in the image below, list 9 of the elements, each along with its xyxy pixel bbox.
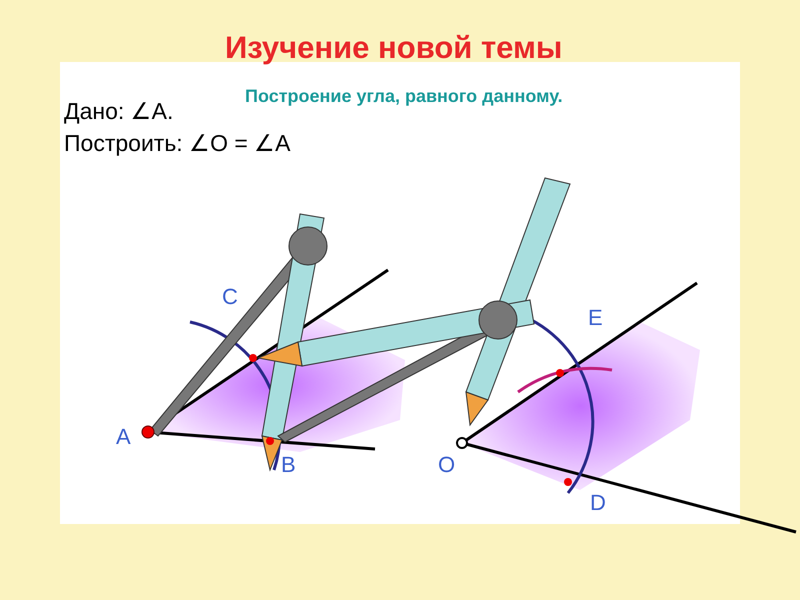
task-text: Построить: ∠О = ∠А <box>64 130 291 157</box>
slide-title: Изучение новой темы <box>225 30 562 66</box>
point-label: E <box>588 305 603 331</box>
given-text: Дано: ∠А. <box>64 98 174 125</box>
point-label: O <box>438 452 456 478</box>
point-label: A <box>116 424 131 450</box>
subtitle: Построение угла, равного данному. <box>245 86 563 107</box>
point-label: D <box>590 490 606 516</box>
point-label: B <box>281 452 296 478</box>
